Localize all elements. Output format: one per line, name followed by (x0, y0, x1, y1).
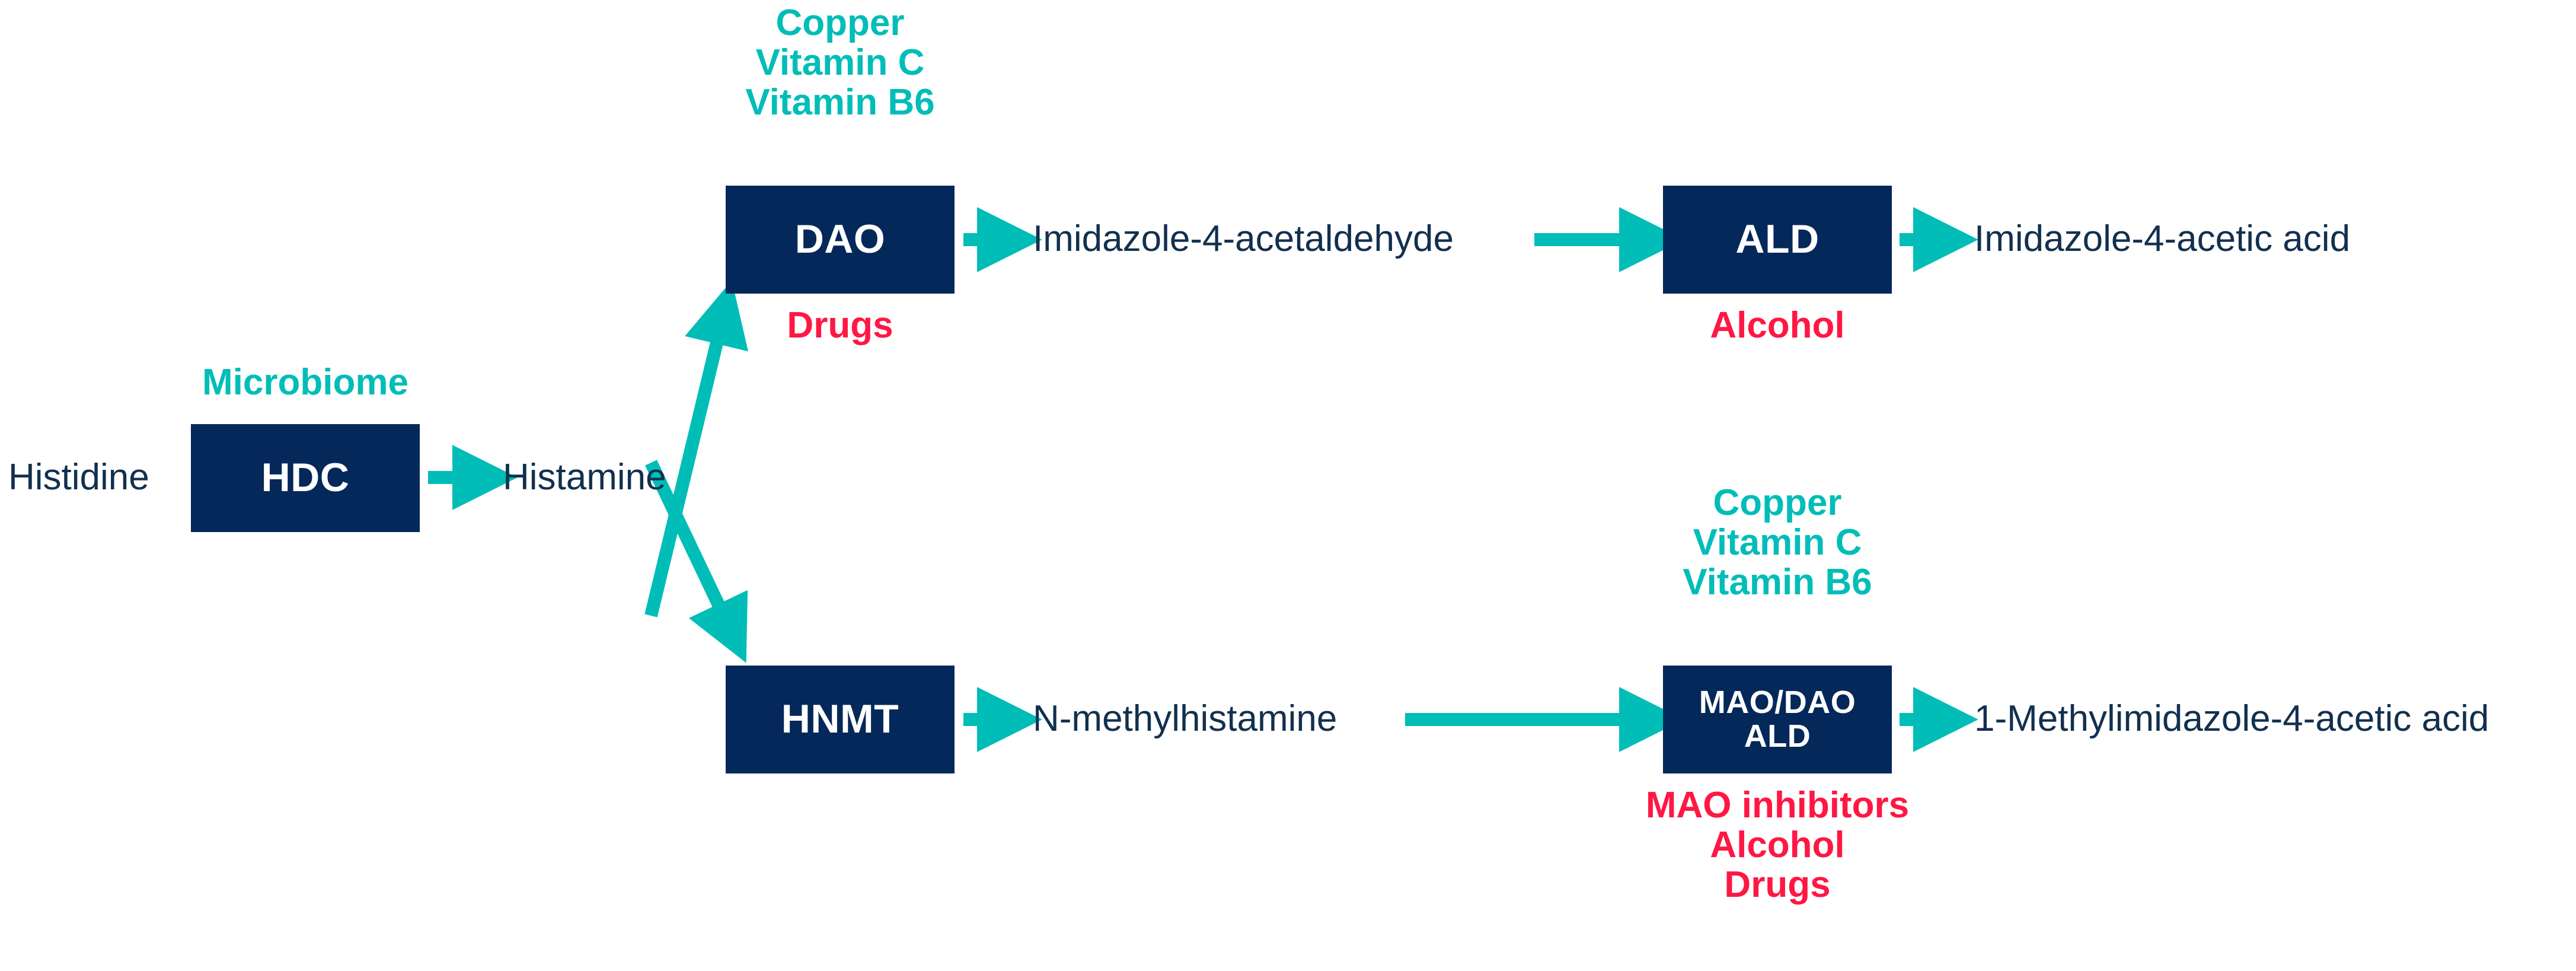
metabolite-n-methylhistamine: N-methylhistamine (1033, 698, 1338, 739)
enzyme-box-hnmt[interactable]: HNMT (726, 666, 955, 773)
metabolite-histidine: Histidine (8, 457, 149, 498)
enzyme-label-hnmt: HNMT (781, 696, 899, 742)
inhibitors-dao: Drugs (726, 305, 955, 346)
metabolite-imidazole-4-acetaldehyde: Imidazole-4-acetaldehyde (1033, 218, 1454, 259)
inhibitor-line-drugs: Drugs (787, 305, 893, 346)
cofactor-line-copper-mao: Copper (1713, 482, 1842, 523)
metabolite-histamine: Histamine (503, 457, 666, 498)
inhibitor-line-mao-inhibitors: MAO inhibitors (1645, 785, 1910, 826)
inhibitor-line-drugs-mao: Drugs (1724, 864, 1831, 905)
cofactor-line-vitamin-c: Vitamin C (755, 42, 925, 83)
label-microbiome: Microbiome (202, 362, 408, 403)
enzyme-box-ald[interactable]: ALD (1663, 186, 1892, 294)
enzyme-label-mao-dao: MAO/DAO (1699, 685, 1856, 721)
cofactor-line-vitamin-c-mao: Vitamin C (1693, 521, 1862, 563)
inhibitors-mao: MAO inhibitors Alcohol Drugs (1601, 785, 1954, 905)
metabolite-imidazole-4-acetic-acid: Imidazole-4-acetic acid (1974, 218, 2351, 259)
cofactors-dao: Copper Vitamin C Vitamin B6 (702, 2, 978, 123)
enzyme-box-hdc[interactable]: HDC (191, 424, 420, 532)
enzyme-label-dao: DAO (794, 217, 886, 262)
enzyme-label-hdc: HDC (261, 455, 350, 501)
cofactors-mao: Copper Vitamin C Vitamin B6 (1639, 483, 1916, 603)
enzyme-box-mao-dao-ald[interactable]: MAO/DAO ALD (1663, 666, 1892, 773)
inhibitor-line-alcohol-mao: Alcohol (1710, 824, 1845, 865)
metabolite-1-methylimidazole-4-acetic-acid: 1-Methylimidazole-4-acetic acid (1974, 698, 2489, 739)
cofactor-line-vitamin-b6-mao: Vitamin B6 (1683, 561, 1872, 603)
inhibitor-line-alcohol: Alcohol (1710, 305, 1845, 346)
enzyme-label-ald-second: ALD (1744, 718, 1811, 754)
inhibitors-ald: Alcohol (1663, 305, 1892, 346)
enzyme-box-dao[interactable]: DAO (726, 186, 955, 294)
enzyme-label-ald: ALD (1735, 217, 1820, 262)
cofactor-line-copper: Copper (775, 2, 905, 43)
cofactor-line-vitamin-b6: Vitamin B6 (745, 81, 935, 123)
